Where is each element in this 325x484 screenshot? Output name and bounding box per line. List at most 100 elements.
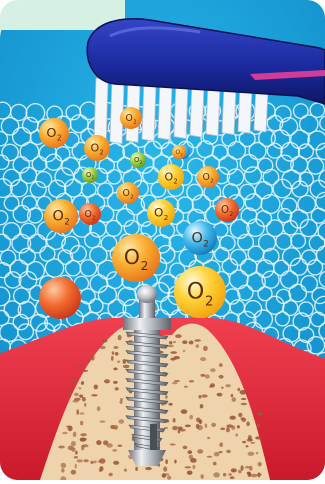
bone-pore <box>172 382 178 385</box>
bone-pore <box>80 438 87 441</box>
bone-pore <box>213 472 220 477</box>
oxygen-subscript: 2 <box>64 218 70 228</box>
bone-pore <box>183 446 188 450</box>
bone-pore <box>117 361 120 363</box>
bone-pore <box>74 456 78 459</box>
oxygen-subscript: 2 <box>92 216 96 222</box>
implant-collar <box>123 318 171 330</box>
bone-pore <box>183 350 185 352</box>
bone-pore <box>94 385 98 390</box>
bone-pore <box>62 432 67 435</box>
bone-pore <box>124 469 127 472</box>
bone-pore <box>231 426 235 430</box>
bone-pore <box>181 409 188 414</box>
oxygen-label: O <box>125 113 132 124</box>
bone-pore <box>99 421 105 423</box>
bone-pore <box>256 452 259 454</box>
bristle-tuft <box>110 79 124 144</box>
bone-pore <box>237 388 240 391</box>
bone-pore <box>61 468 64 472</box>
oxygen-subscript: 2 <box>205 294 213 309</box>
bone-pore <box>196 344 199 348</box>
oxygen-subscript: 2 <box>180 153 182 157</box>
bone-pore <box>118 335 122 340</box>
bone-pore <box>202 394 208 397</box>
bone-pore <box>119 419 125 424</box>
bone-pore <box>104 379 110 383</box>
bone-pore <box>75 464 77 469</box>
bone-pore <box>74 393 79 397</box>
bone-pore <box>240 417 244 420</box>
bone-pore <box>109 473 113 476</box>
bone-pore <box>201 474 204 478</box>
bone-pore <box>223 473 226 476</box>
bone-pore <box>77 459 83 462</box>
bone-pore <box>80 421 83 426</box>
bone-pore <box>213 462 217 466</box>
bone-pore <box>189 455 193 460</box>
bone-pore <box>102 339 108 342</box>
oxygen-subscript: 2 <box>164 213 169 222</box>
bone-pore <box>238 413 242 417</box>
bone-pore <box>255 436 261 439</box>
bone-pore <box>145 467 152 470</box>
bone-pore <box>230 476 235 479</box>
bone-pore <box>120 400 123 404</box>
bone-pore <box>100 346 106 349</box>
bone-pore <box>192 465 195 469</box>
bone-pore <box>97 406 101 411</box>
bristle-tuft <box>142 81 156 141</box>
bone-pore <box>185 425 191 428</box>
bone-pore <box>197 425 203 430</box>
bone-pore <box>68 392 72 395</box>
bone-pore <box>72 400 78 403</box>
bone-pore <box>79 395 83 398</box>
bristle-tuft <box>174 83 188 139</box>
oxygen-subscript: 2 <box>210 179 214 185</box>
bone-pore <box>71 441 76 446</box>
bone-pore <box>258 462 262 467</box>
bone-pore <box>91 394 98 396</box>
bone-pore <box>98 460 101 462</box>
bone-pore <box>226 427 230 432</box>
bone-pore <box>90 461 94 464</box>
bone-pore <box>75 451 78 455</box>
bone-pore <box>169 403 173 406</box>
bone-pore <box>246 422 249 427</box>
oxygen-label: O <box>90 141 99 154</box>
bone-pore <box>81 370 88 372</box>
bone-pore <box>162 473 166 478</box>
bone-pore <box>248 435 252 440</box>
bone-pore <box>182 340 187 344</box>
bone-pore <box>78 364 82 367</box>
bone-pore <box>220 428 225 431</box>
bone-pore <box>188 450 193 454</box>
bone-pore <box>99 469 102 471</box>
bone-pore <box>173 341 176 343</box>
bone-pore <box>170 358 176 361</box>
bone-pore <box>184 386 188 388</box>
oxygen-subscript: 2 <box>100 149 104 157</box>
oxygen-label: O <box>154 206 163 220</box>
bone-pore <box>219 442 223 447</box>
bone-pore <box>173 418 176 423</box>
oxygen-label: O <box>124 245 140 269</box>
oxygen-subscript: 2 <box>140 160 143 165</box>
oxygen-label: O <box>86 171 91 179</box>
oxygen-label: O <box>202 172 209 183</box>
bone-pore <box>251 474 257 478</box>
bone-pore <box>207 456 213 458</box>
bone-pore <box>112 351 115 355</box>
bone-pore <box>165 459 168 464</box>
bone-pore <box>248 452 255 456</box>
